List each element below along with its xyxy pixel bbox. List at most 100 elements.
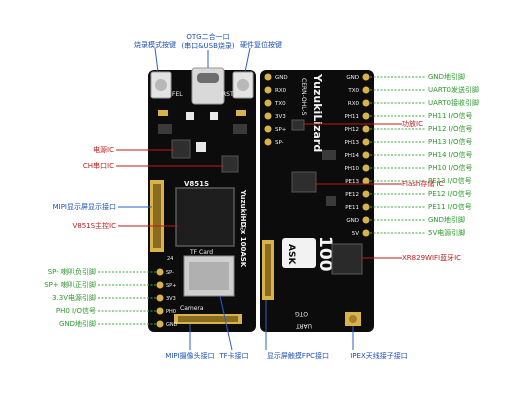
capacitor (196, 142, 206, 152)
rst-button-cap (237, 79, 249, 91)
leader-line (244, 47, 251, 73)
front-left-header (156, 268, 164, 328)
label-sp-minus: SP- 喇叭负引脚 (47, 268, 96, 276)
back-pin-silk: PH12 (345, 127, 359, 133)
label-otg-line1: OTG二合一口 (186, 33, 230, 41)
back-pin-silk: TX0 (274, 101, 286, 107)
front-board: FEL RST 24 V851S YuzukiHD x 100ASK TF Ca… (148, 67, 256, 332)
back-board: GND RX0 TX0 3V3 SP+ SP- GND TX0 RX0 PH11 (260, 70, 374, 332)
back-pin-silk: 5V (352, 231, 359, 237)
pin-pad (156, 320, 164, 328)
label-amp-ic: 功放IC (402, 120, 423, 128)
back-pin-silk: GND (346, 218, 359, 224)
pin-pad (362, 112, 370, 120)
fel-silk: FEL (172, 91, 183, 98)
back-pin-silk: PH11 (345, 114, 359, 120)
label-mipi-display: MIPI显示屏显示接口 (52, 203, 116, 211)
mipi-camera-slot (178, 316, 238, 322)
capacitor (186, 112, 194, 120)
back-left-header (264, 73, 272, 146)
back-pin-silk: SP- (275, 140, 284, 146)
label-flash-ic: Flash存储 IC (402, 180, 444, 188)
back-right-header (362, 73, 370, 237)
flash-ic-chip (291, 171, 317, 193)
leader-line (219, 295, 233, 351)
power-ic-chip (171, 139, 191, 159)
passive-part (158, 124, 172, 134)
pin-pad (264, 73, 272, 81)
pin-sp-minus-silk: SP- (166, 270, 174, 276)
label-right-pin: PH13 I/O信号 (428, 138, 473, 146)
label-right-pin: GND地引脚 (428, 216, 466, 224)
uart-silk: UART (296, 322, 312, 329)
label-power-ic: 电源IC (93, 146, 114, 154)
back-pin-silk: PH13 (345, 140, 360, 146)
touch-fpc-slot (265, 244, 271, 296)
label-main-ic: V851S主控IC (72, 222, 116, 230)
tf-card-silk: TF Card (189, 249, 213, 256)
smd-pad (158, 110, 168, 116)
label-tf-slot: TF卡接口 (219, 352, 249, 360)
back-title-silk: YuzukiLizard (311, 73, 324, 152)
back-pin-silk: PH10 (345, 166, 360, 172)
label-download-button: 烧录模式按键 (134, 41, 176, 49)
label-right-pin: UART0接收引脚 (428, 99, 479, 107)
leader-line (154, 47, 159, 73)
passive-part (233, 124, 247, 134)
back-pin-silk: PE11 (345, 205, 359, 211)
label-right-pin: PH11 I/O信号 (428, 112, 473, 120)
credit-silk: YuzukiHD x 100ASK (239, 189, 247, 268)
label-right-pin: PH12 I/O信号 (428, 125, 473, 133)
pin-3v3-silk: 3V3 (166, 296, 176, 302)
usb-c-port-icon (197, 73, 219, 83)
pin-pad (362, 86, 370, 94)
pin-pad (264, 99, 272, 107)
label-mipi-camera: MIPI摄像头接口 (165, 352, 215, 360)
pin-pad (362, 216, 370, 224)
logo-text-a: ASK (286, 244, 296, 265)
capacitor (210, 112, 218, 120)
label-right-pin: 5V电源引脚 (428, 229, 466, 237)
label-right-pin: PH14 I/O信号 (428, 151, 473, 159)
pin-pad (362, 164, 370, 172)
pin-pad (362, 203, 370, 211)
pin-pad (362, 73, 370, 81)
pin-pad (362, 229, 370, 237)
back-pin-silk: GND (275, 75, 288, 81)
pin-pad (264, 125, 272, 133)
100ask-logo (282, 238, 316, 268)
label-right-pin: GND地引脚 (428, 73, 466, 81)
pin-pad (156, 294, 164, 302)
leader-lines (98, 47, 426, 351)
back-pin-silk: TX0 (347, 88, 359, 94)
rst-silk: RST (222, 91, 234, 98)
back-pin-silk: RX0 (348, 101, 360, 107)
logo-text-b: 100 (315, 236, 335, 272)
label-gnd: GND地引脚 (58, 320, 96, 328)
label-right-pin: PE12 I/O信号 (428, 190, 472, 198)
xr829-wifi-chip (331, 243, 363, 275)
pin-pad (362, 190, 370, 198)
label-wifi-ic: XR829WIFI蓝牙IC (402, 254, 462, 262)
label-ph0: PH0 I/O信号 (55, 307, 96, 315)
label-touch-fpc: 显示屏触摸FPC接口 (266, 352, 330, 360)
pin-gnd-silk: GND (166, 322, 178, 328)
amp-ic-chip (291, 119, 305, 131)
pin-ph0-silk: PH0 (166, 309, 176, 315)
fel-button-cap (155, 79, 167, 91)
back-pin-silk: PH14 (345, 153, 360, 159)
camera-silk: Camera (180, 305, 204, 312)
pin-24-silk: 24 (167, 256, 173, 262)
label-right-pin: PH10 I/O信号 (428, 164, 473, 172)
back-pin-silk: PE13 (345, 179, 359, 185)
back-pin-silk: SP+ (275, 127, 287, 133)
pin-pad (156, 268, 164, 276)
otg-silk: OTG (295, 310, 308, 317)
mipi-display-slot (153, 184, 161, 248)
label-right-pin: PE13 I/O信号 (428, 177, 472, 185)
back-license-silk: CERN-OHL-S (300, 78, 307, 116)
label-sp-plus: SP+ 喇叭正引脚 (44, 281, 96, 289)
ipex-center (349, 315, 357, 323)
back-pin-silk: 3V3 (275, 114, 286, 120)
